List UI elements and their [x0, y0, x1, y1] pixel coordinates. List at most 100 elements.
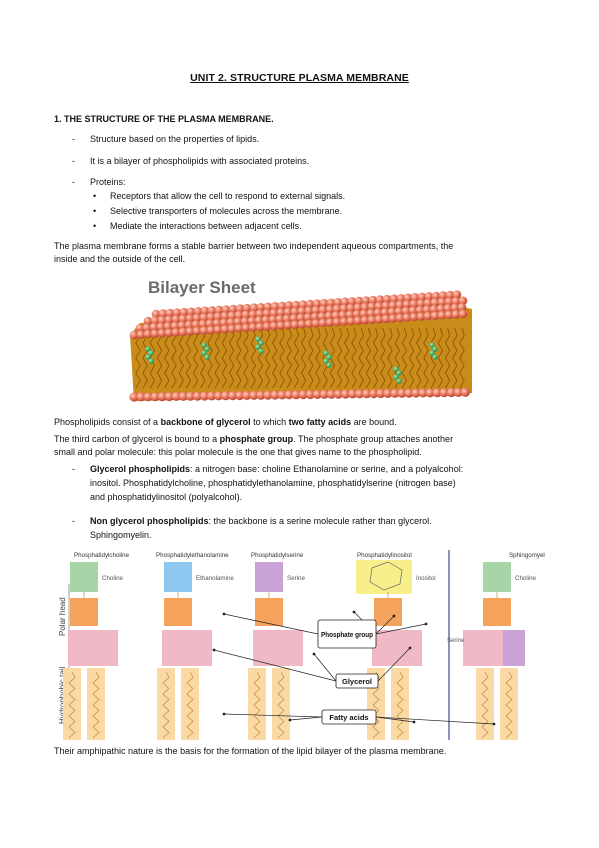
glycerol-box [68, 630, 118, 666]
phospholipid-head [352, 309, 362, 319]
lipid-tail [156, 327, 163, 389]
glycerol-phospholipids-line3: and phosphatidylinositol (polyalcohol). [90, 492, 243, 502]
phospholipid-head [430, 298, 440, 307]
lipid-tail [272, 327, 278, 389]
phospholipid-head [395, 300, 405, 310]
phospholipid-head [437, 310, 447, 320]
phospholipid-head [227, 324, 237, 333]
phospholipid-head [163, 321, 173, 331]
phospholipid-head [415, 305, 425, 315]
tail-chain [481, 671, 489, 739]
phospholipid-head [418, 388, 428, 398]
phospholipid-head [290, 307, 300, 316]
callout-box [335, 673, 379, 689]
fatty-acid-tail [63, 668, 81, 740]
phospholipid-head [361, 296, 371, 305]
phospholipid-head [432, 388, 442, 398]
arrow-head [424, 622, 428, 626]
phospholipid-head [381, 301, 391, 310]
column-title: Sphingomyelin [509, 552, 545, 559]
phospholipid-head [185, 327, 195, 336]
phospholipid-head [156, 322, 166, 331]
dash-item: Proteins: [90, 177, 126, 187]
tail-chain [92, 671, 100, 739]
phospholipid-head [263, 302, 273, 312]
phospholipid-head [437, 297, 447, 307]
phospholipid-head [317, 312, 327, 321]
phospholipid-head [249, 390, 259, 400]
lipid-tail [142, 327, 148, 389]
membrane-protein [148, 358, 154, 364]
phospholipid-head [185, 314, 195, 323]
phospholipid-head [404, 388, 414, 398]
phospholipid-head [275, 314, 285, 324]
phospholipid-head [369, 389, 379, 399]
lipid-tail [293, 327, 300, 389]
head-group-box [255, 562, 283, 592]
phospholipid-head [401, 306, 411, 316]
phospholipid-head [367, 315, 377, 324]
phospholipid-line3: small and polar molecule: this polar mol… [54, 447, 422, 457]
lipid-tail [214, 327, 220, 389]
phospholipid-head [339, 317, 349, 326]
phospholipid-head [312, 389, 322, 399]
phospholipid-head [458, 309, 468, 319]
head-group-label: Choline [515, 575, 537, 582]
dash-marker: - [72, 516, 75, 526]
figure-title: Bilayer Sheet [148, 278, 256, 297]
phospholipid-head [333, 298, 343, 307]
callout-arrow [377, 647, 411, 682]
phospholipid-head [460, 387, 470, 397]
phospholipid-head [423, 298, 433, 308]
phosphate-box [374, 598, 402, 626]
phospholipid-head [143, 316, 153, 326]
phospholipid-head [388, 300, 398, 310]
callout-arrow [223, 713, 323, 718]
phosphate-box [483, 598, 511, 626]
tail-chain [253, 671, 261, 739]
membrane-protein [396, 378, 402, 384]
dash-marker: - [72, 156, 75, 166]
lipid-tail [192, 327, 199, 389]
phospholipid-head [347, 389, 358, 399]
lipid-tail [452, 327, 458, 389]
arrow-head [312, 652, 316, 656]
phospholipid-head [277, 301, 287, 311]
phospholipid-head [164, 391, 174, 402]
phospholipid-head [242, 303, 252, 313]
phospholipid-head [383, 388, 393, 398]
phospholipid-head [241, 310, 251, 319]
lipid-tail [408, 327, 415, 389]
phospholipid-head [360, 315, 370, 325]
phospholipid-head [326, 389, 336, 399]
tail-chain [186, 671, 194, 739]
phospholipid-head [409, 312, 419, 322]
phospholipid-head [388, 314, 398, 323]
lipid-tail [300, 327, 307, 389]
membrane-protein [204, 354, 210, 360]
phospholipid-head [269, 321, 279, 331]
phospholipid-head [177, 321, 187, 330]
membrane-protein [201, 342, 207, 348]
phospholipid-head [263, 390, 273, 400]
head-group-box [483, 562, 511, 592]
head-group-label: Inositol [416, 575, 436, 582]
fatty-acid-tail [391, 668, 409, 740]
lipid-tail [358, 327, 364, 389]
dash-marker: - [72, 177, 75, 187]
phospholipid-head [375, 295, 385, 304]
phospholipid-head [304, 319, 314, 329]
arrow-head [222, 612, 226, 616]
phospholipid-head [402, 313, 412, 322]
phospholipid-head [235, 390, 245, 401]
phospholipid-head [129, 392, 139, 402]
lipid-tail [279, 327, 285, 389]
phospholipid-head [262, 322, 272, 331]
phospholipid-head [431, 291, 441, 301]
phospholipid-head [247, 316, 257, 326]
arrow-head [352, 610, 356, 614]
lipid-tail [200, 327, 206, 389]
phospholipid-head [312, 299, 322, 308]
phospholipid-head [376, 388, 386, 399]
phospholipid-head [234, 323, 244, 333]
